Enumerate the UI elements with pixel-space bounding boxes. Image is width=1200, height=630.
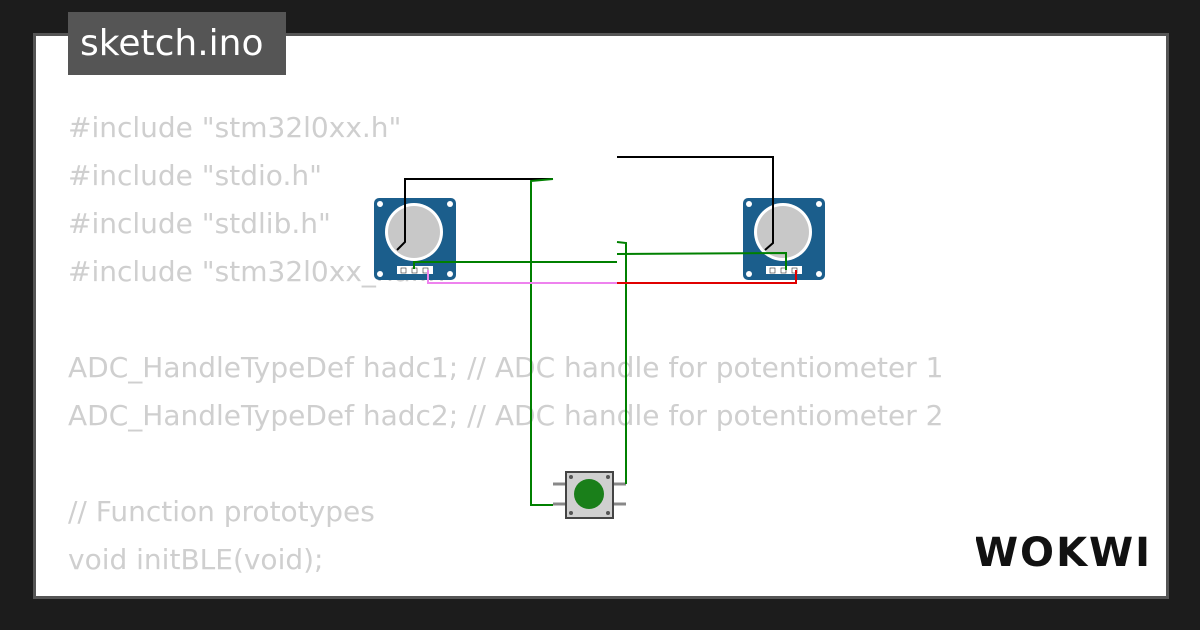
code-line: void initBLE(void); xyxy=(68,543,324,576)
code-background: #include "stm32l0xx.h" #include "stdio.h"… xyxy=(68,104,944,596)
wire-green-4 xyxy=(616,251,787,270)
potentiometer-2[interactable] xyxy=(743,198,825,280)
filename-label: sketch.ino xyxy=(80,23,264,64)
wire-green-2 xyxy=(616,241,627,484)
svg-text:WOKWI: WOKWI xyxy=(976,530,1151,574)
wire-red xyxy=(617,270,797,284)
wire-pink xyxy=(427,270,617,284)
wires xyxy=(396,156,797,506)
code-line: #include "stm32l0xx.h" xyxy=(68,111,402,144)
filename-tab[interactable]: sketch.ino xyxy=(68,12,286,75)
wire-black-1 xyxy=(396,178,553,251)
wire-green-3 xyxy=(413,261,617,269)
code-line: void initSensors(void); xyxy=(68,584,943,596)
pushbutton[interactable] xyxy=(553,471,626,519)
code-line: #include "stdlib.h" xyxy=(68,207,331,240)
code-line: ADC_HandleTypeDef hadc2; // ADC handle f… xyxy=(68,399,944,432)
wokwi-logo[interactable]: WOKWI xyxy=(976,528,1151,574)
code-line: #include "stdio.h" xyxy=(68,159,322,192)
wire-green-1 xyxy=(530,178,554,506)
wire-black-2 xyxy=(617,156,774,251)
code-line: // Function prototypes xyxy=(68,495,375,528)
code-line: ADC_HandleTypeDef hadc1; // ADC handle f… xyxy=(68,351,944,384)
